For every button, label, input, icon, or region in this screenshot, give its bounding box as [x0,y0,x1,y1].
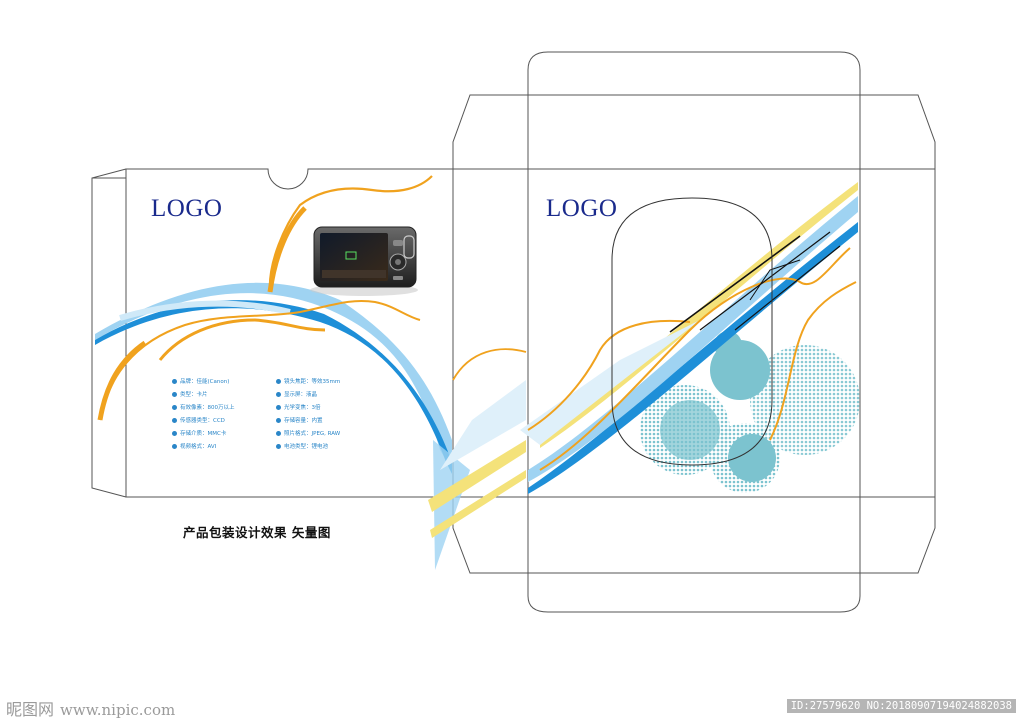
front-panel [528,168,861,498]
spec-item: 品牌：佳能(Canon) [172,376,272,386]
bullet-icon [172,391,177,397]
front-top-tuck [527,51,861,95]
watermark-brand: 昵图网 www.nipic.com [6,696,175,720]
right-bottom-flap [859,497,936,574]
back-panel [125,168,454,498]
spec-item: 镜头焦距：等效35mm [276,376,376,386]
bullet-icon [276,378,281,384]
bullet-icon [276,443,281,449]
watermark-domain: www.nipic.com [60,701,176,719]
bullet-icon [172,378,177,384]
bullet-icon [172,430,177,436]
side-top-flap [452,94,528,169]
bullet-icon [172,404,177,410]
back-panel-logo: LOGO [151,195,223,222]
front-bottom-tuck [527,573,861,613]
design-caption: 产品包装设计效果 矢量图 [183,525,331,540]
spec-item: 有效像素：800万以上 [172,402,272,412]
spec-item: 存储容量：内置 [276,415,376,425]
side-panel-graphics [428,348,527,570]
spec-item: 照片格式：JPEG, RAW [276,428,376,438]
spec-item: 传感器类型：CCD [172,415,272,425]
bullet-icon [172,443,177,449]
watermark-id: ID:27579620 NO:20180907194024882038 [786,699,1016,713]
front-panel-graphics [520,182,860,494]
bullet-icon [172,417,177,423]
spec-item: 存储介质：MMC卡 [172,428,272,438]
front-top-lid [527,94,861,169]
right-side-panel [860,168,936,498]
bullet-icon [276,404,281,410]
bullet-icon [276,417,281,423]
spec-item: 光学变焦：3倍 [276,402,376,412]
side-bottom-flap [452,497,529,574]
spec-list: 品牌：佳能(Canon) 镜头焦距：等效35mm 类型：卡片 显示屏：液晶 有效… [172,376,402,451]
window-cutout [611,197,773,466]
front-bottom-lid [527,497,861,574]
bullet-icon [276,430,281,436]
right-top-flap [859,94,936,169]
front-panel-logo: LOGO [546,195,618,222]
camera-image [310,226,418,296]
spec-item: 类型：卡片 [172,389,272,399]
spec-item: 电池类型：锂电池 [276,441,376,451]
spec-item: 视频格式：AVI [172,441,272,451]
watermark-brand-name: 昵图网 [6,700,55,719]
bullet-icon [276,391,281,397]
left-glue-flap [91,168,127,498]
back-panel-swoosh [95,175,452,474]
spec-item: 显示屏：液晶 [276,389,376,399]
